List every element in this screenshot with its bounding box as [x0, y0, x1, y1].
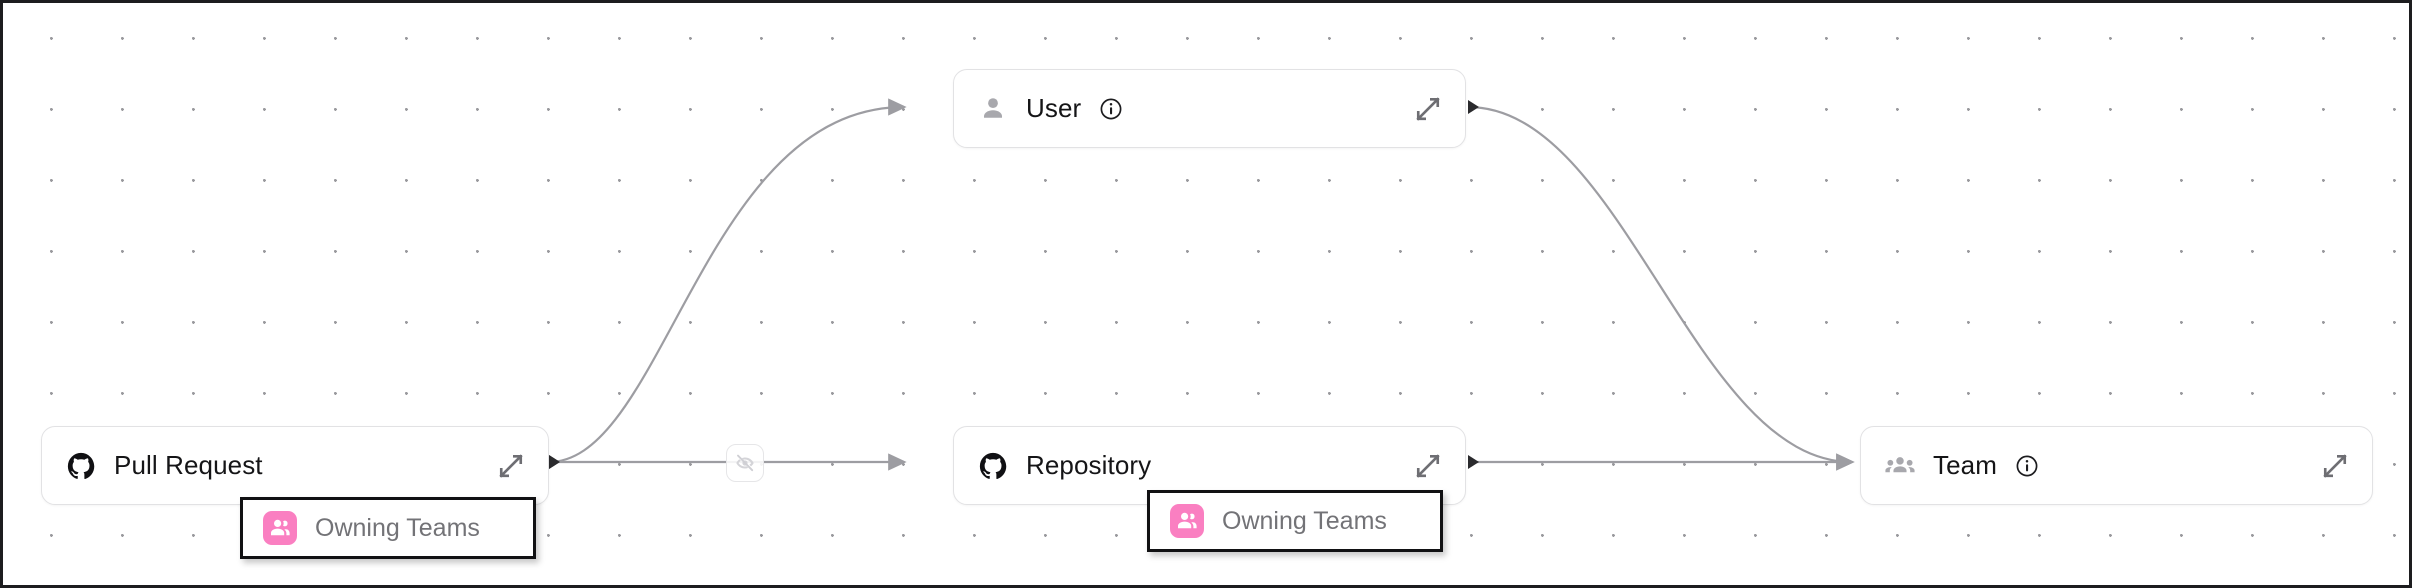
node-inner: Repository [954, 450, 1465, 481]
info-icon[interactable] [2015, 454, 2039, 478]
groups-icon [1885, 451, 1915, 481]
node-label: Repository [1026, 450, 1152, 480]
expand-icon[interactable] [496, 451, 526, 481]
node-inner: User [954, 93, 1465, 124]
node-inner: Team [1861, 450, 2372, 481]
graph-edge[interactable] [1467, 105, 1855, 471]
owning-teams-label: Owning Teams [315, 513, 480, 542]
eye-off-icon[interactable] [726, 444, 764, 482]
node-label: Team [1933, 450, 1997, 480]
edge-source-marker [549, 455, 560, 469]
expand-icon[interactable] [2320, 451, 2350, 481]
person-icon [978, 94, 1008, 124]
graph-canvas[interactable]: User Pull Request [4, 3, 2402, 577]
edge-source-marker [1468, 100, 1479, 114]
edge-source-marker [1468, 455, 1479, 469]
github-icon [66, 451, 96, 481]
node-label: User [1026, 93, 1082, 123]
node-inner: Pull Request [42, 450, 548, 481]
owning-teams-label: Owning Teams [1222, 506, 1387, 535]
node-label: Pull Request [114, 450, 263, 480]
github-icon [978, 451, 1008, 481]
owning-teams-chip-owning-teams-repository[interactable]: Owning Teams [1147, 490, 1443, 552]
graph-node-pull-request[interactable]: Pull Request [41, 426, 549, 505]
owning-teams-icon [1170, 504, 1204, 538]
info-icon[interactable] [1099, 97, 1123, 121]
expand-icon[interactable] [1413, 451, 1443, 481]
owning-teams-chip-owning-teams-pull-request[interactable]: Owning Teams [240, 497, 536, 559]
graph-node-user[interactable]: User [953, 69, 1466, 148]
edge-paths [548, 98, 1855, 471]
graph-edge[interactable] [548, 98, 907, 464]
expand-icon[interactable] [1413, 94, 1443, 124]
owning-teams-icon [263, 511, 297, 545]
graph-node-team[interactable]: Team [1860, 426, 2373, 505]
